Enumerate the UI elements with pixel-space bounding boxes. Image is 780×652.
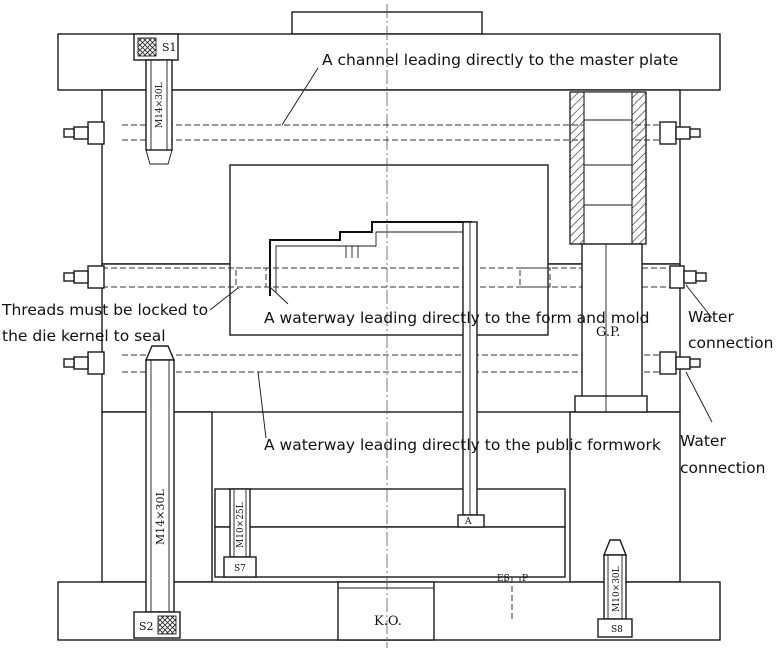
label-s2: S2 — [139, 620, 154, 633]
water-nipple-right-2 — [669, 265, 707, 289]
label-ko: K.O. — [374, 614, 402, 629]
annotation-water-connection-1-line2: connection — [688, 334, 773, 352]
water-nipple-left-1 — [63, 121, 105, 145]
knockout-hole — [337, 581, 435, 641]
ejector-plate — [214, 526, 566, 578]
screw-s7 — [223, 488, 257, 578]
annotation-public-formwork-waterway: A waterway leading directly to the publi… — [264, 436, 661, 454]
water-nipple-right-1 — [659, 121, 701, 145]
screw-s2 — [133, 345, 181, 639]
water-nipple-left-3 — [63, 351, 105, 375]
leader-threads — [209, 287, 239, 311]
part-profile — [269, 221, 472, 296]
leader-form-mold — [269, 286, 289, 305]
annotation-threads-line2: the die kernel to seal — [2, 327, 166, 345]
leader-public-formwork — [257, 371, 267, 439]
label-es: ES — [497, 574, 510, 584]
annotation-water-connection-2-line1: Water — [680, 432, 726, 450]
leader-water-2 — [685, 371, 713, 423]
label-s8: S8 — [611, 625, 623, 635]
label-p: P — [522, 574, 528, 584]
label-a: A — [464, 517, 472, 527]
label-gp: G.P. — [596, 325, 620, 340]
screw-s1 — [133, 33, 179, 165]
label-s7: S7 — [234, 564, 246, 574]
leader-water-1 — [685, 284, 713, 319]
label-s1: S1 — [162, 41, 177, 54]
screw-s8 — [597, 539, 633, 638]
core-insert — [229, 164, 549, 336]
stop-pin — [504, 577, 521, 622]
label-bolt-bottom-right: M10×30L — [612, 566, 622, 612]
label-bolt-top-left: M14×30L — [155, 82, 165, 128]
ejector-retainer-plate — [214, 488, 566, 528]
water-nipple-right-3 — [659, 351, 701, 375]
guide-pin — [581, 243, 643, 401]
label-bolt-ejector: M10×25L — [236, 502, 246, 548]
water-nipple-left-2 — [63, 265, 105, 289]
annotation-master-plate-channel: A channel leading directly to the master… — [322, 51, 678, 69]
leader-master-plate — [281, 67, 319, 126]
annotation-form-mold-waterway: A waterway leading directly to the form … — [264, 309, 650, 327]
annotation-water-connection-1-line1: Water — [688, 308, 734, 326]
annotation-threads-line1: Threads must be locked to — [1, 301, 208, 319]
label-bolt-bottom-left: M14×30L — [154, 489, 167, 545]
annotation-water-connection-2-line2: connection — [680, 459, 765, 477]
ejector-pin — [457, 221, 485, 528]
